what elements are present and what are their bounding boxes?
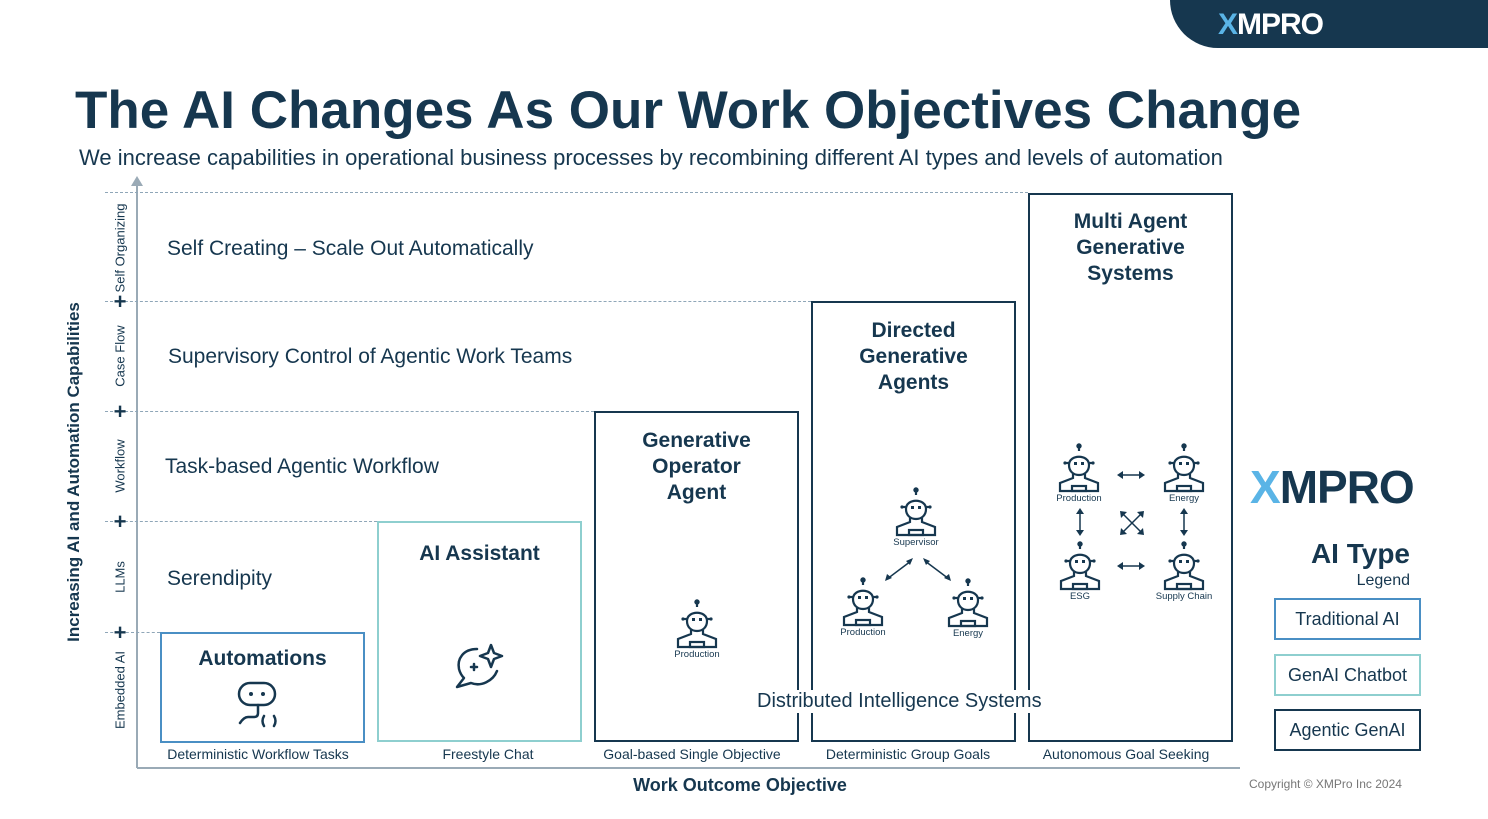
y-axis-label: Increasing AI and Automation Capabilitie… bbox=[64, 302, 83, 642]
agent-supervisor: Supervisor bbox=[881, 487, 951, 548]
arrows-icon bbox=[885, 558, 951, 581]
agent-energy: Energy bbox=[933, 578, 1003, 639]
legend-subtitle: Legend bbox=[1356, 572, 1410, 589]
robot-automation-icon bbox=[237, 681, 277, 728]
x-category-label: Deterministic Workflow Tasks bbox=[167, 746, 349, 762]
level-label: Workflow bbox=[112, 439, 128, 493]
page-subtitle: We increase capabilities in operational … bbox=[79, 145, 1223, 170]
agent-production: Production bbox=[1044, 443, 1114, 504]
row-label: Supervisory Control of Agentic Work Team… bbox=[168, 345, 573, 368]
arrows-icon bbox=[1076, 471, 1188, 570]
plus-icon: + bbox=[113, 289, 127, 314]
sparkle-chat-icon bbox=[455, 643, 504, 689]
row-label: Self Creating – Scale Out Automatically bbox=[167, 237, 534, 260]
box-title: AI Assistant bbox=[419, 542, 540, 565]
level-label: Embedded AI bbox=[112, 650, 128, 730]
box-title: Automations bbox=[198, 647, 327, 670]
header-banner: XMPRO bbox=[1170, 0, 1488, 48]
x-category-label: Goal-based Single Objective bbox=[603, 746, 781, 762]
xmpro-logo: XMPRO bbox=[1218, 8, 1324, 41]
x-category-label: Deterministic Group Goals bbox=[825, 746, 991, 762]
agent-supply-chain: Supply Chain bbox=[1149, 541, 1219, 602]
level-divider bbox=[105, 411, 594, 412]
xmpro-logo: XMPRO bbox=[1250, 461, 1415, 513]
row-label: Task-based Agentic Workflow bbox=[165, 455, 439, 478]
plus-icon: + bbox=[113, 399, 127, 424]
legend-agentic-genai: Agentic GenAI bbox=[1274, 709, 1421, 751]
plus-icon: + bbox=[113, 509, 127, 534]
distributed-intelligence-label: Distributed Intelligence Systems bbox=[753, 690, 1046, 713]
page-title: The AI Changes As Our Work Objectives Ch… bbox=[75, 81, 1302, 140]
level-divider bbox=[105, 301, 811, 302]
ai-assistant-box: AI Assistant bbox=[377, 521, 582, 742]
agent-production: Production bbox=[828, 577, 898, 638]
level-divider bbox=[105, 192, 1028, 193]
agent-production: Production bbox=[662, 599, 732, 660]
legend-title: AI Type bbox=[1310, 538, 1410, 569]
row-label: Serendipity bbox=[167, 567, 273, 590]
level-label: Self Organizing bbox=[112, 203, 128, 293]
x-category-label: Autonomous Goal Seeking bbox=[1042, 746, 1210, 762]
level-label: LLMs bbox=[112, 561, 128, 593]
agent-energy: Energy bbox=[1149, 443, 1219, 504]
x-category-label: Freestyle Chat bbox=[442, 746, 534, 762]
legend-genai-chatbot: GenAI Chatbot bbox=[1274, 654, 1421, 696]
level-label: Case Flow bbox=[112, 325, 128, 387]
plus-icon: + bbox=[113, 620, 127, 645]
level-divider bbox=[105, 521, 377, 522]
agent-esg: ESG bbox=[1045, 541, 1115, 602]
level-divider bbox=[105, 632, 160, 633]
legend-traditional-ai: Traditional AI bbox=[1274, 598, 1421, 640]
x-axis-label: Work Outcome Objective bbox=[633, 775, 847, 795]
automations-box: Automations bbox=[160, 632, 365, 743]
copyright: Copyright © XMPro Inc 2024 bbox=[1249, 777, 1402, 791]
